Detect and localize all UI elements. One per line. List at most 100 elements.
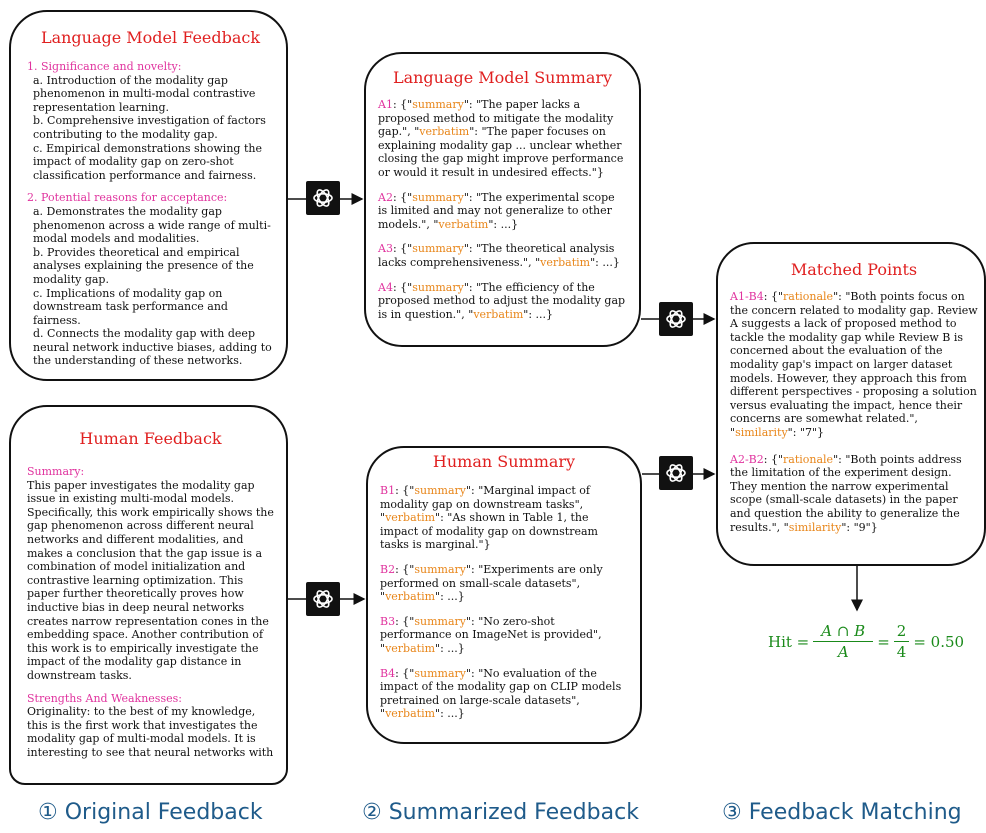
formula-denominator: A <box>837 643 849 661</box>
human-feedback-title: Human Feedback <box>79 429 222 448</box>
summary-text: "No zero-shot performance on ImageNet is… <box>380 614 599 642</box>
entry-id: B4 <box>380 666 396 680</box>
entry-id: B3 <box>380 614 396 628</box>
formula-fraction-ab: A ∩ B A <box>813 622 874 661</box>
lm-feedback-item: b. Comprehensive investigation of factor… <box>33 114 266 141</box>
lm-feedback-item: c. Empirical demonstrations showing the … <box>33 141 262 182</box>
lm-feedback-item: a. Introduction of the modality gap phen… <box>33 73 256 114</box>
summary-text: "The experimental scope is limited and m… <box>378 190 615 231</box>
summary-entry-a3: A3: {"summary": "The theoretical analysi… <box>378 242 620 269</box>
entry-id: B1 <box>380 484 396 497</box>
verbatim-key: verbatim <box>540 255 591 269</box>
summary-text: "The theoretical analysis lacks comprehe… <box>378 242 615 269</box>
human-feedback-strengths-text: Originality: to the best of my knowledge… <box>27 705 274 759</box>
lm-feedback-section1-title: 1. Significance and novelty: <box>27 60 182 73</box>
summary-key: summary <box>412 280 464 294</box>
formula-result: = 0.50 <box>913 632 965 651</box>
formula-fraction-numeric: 2 4 <box>893 622 910 661</box>
lm-feedback-item: c. Implications of modality gap on downs… <box>33 286 228 327</box>
rationale-key: rationale <box>783 290 834 303</box>
verbatim-text: ...} <box>602 255 620 269</box>
rationale-key: rationale <box>783 452 834 466</box>
summary-entry-a1: A1: {"summary": "The paper lacks a propo… <box>378 98 624 179</box>
similarity-value: "7"} <box>799 425 825 439</box>
verbatim-key: verbatim <box>473 307 524 321</box>
human-feedback-section2-title: Strengths And Weaknesses: <box>27 691 182 705</box>
lm-feedback-box: Language Model Feedback 1. Significance … <box>9 10 288 381</box>
matched-points-title: Matched Points <box>790 260 918 279</box>
summary-key: summary <box>412 242 464 256</box>
summary-entry-a4: A4: {"summary": "The efficiency of the p… <box>378 280 626 321</box>
lm-feedback-item: d. Connects the modality gap with deep n… <box>33 327 272 368</box>
verbatim-text: "The paper focuses on explaining modalit… <box>378 125 624 179</box>
lm-feedback-item: a. Demonstrates the modality gap phenome… <box>33 204 271 246</box>
verbatim-key: verbatim <box>385 511 436 525</box>
verbatim-text: ...} <box>447 590 465 604</box>
caption-feedback-matching: ③ Feedback Matching <box>722 800 962 825</box>
entry-id: A1-B4 <box>730 290 764 303</box>
matched-entry-a1-b4: A1-B4: {"rationale": "Both points focus … <box>730 290 978 439</box>
summary-key: summary <box>414 484 466 497</box>
similarity-value: "9"} <box>853 520 878 534</box>
verbatim-text: ...} <box>535 307 554 321</box>
lm-feedback-item: b. Provides theoretical and empirical an… <box>33 245 254 286</box>
openai-logo-icon <box>659 456 693 490</box>
summary-text: "The efficiency of the proposed method t… <box>378 280 626 321</box>
summary-key: summary <box>414 614 466 628</box>
summary-key: summary <box>412 98 464 111</box>
entry-id: A1 <box>378 98 393 111</box>
entry-id: A3 <box>378 242 393 256</box>
entry-id: A4 <box>378 280 393 294</box>
summary-key: summary <box>414 562 466 576</box>
verbatim-text: ...} <box>447 707 465 721</box>
summary-text: "Marginal impact of modality gap on down… <box>380 484 590 511</box>
summary-entry-b3: B3: {"summary": "No zero-shot performanc… <box>380 614 602 655</box>
human-summary-title: Human Summary <box>432 452 576 471</box>
verbatim-text: "As shown in Table 1, the impact of moda… <box>380 511 598 552</box>
openai-logo-icon <box>306 582 340 616</box>
formula-lhs: Hit = <box>768 632 810 651</box>
human-summary-box: Human Summary B1: {"summary": "Marginal … <box>366 446 642 744</box>
human-feedback-box: Human Feedback Summary: This paper inves… <box>9 405 288 785</box>
rationale-text: "Both points focus on the concern relate… <box>730 290 978 426</box>
formula-denominator: 4 <box>896 643 907 661</box>
formula-numerator: 2 <box>893 622 910 642</box>
summary-key: summary <box>414 666 466 680</box>
lm-feedback-title: Language Model Feedback <box>40 28 261 47</box>
entry-id: A2 <box>378 190 393 204</box>
summary-key: summary <box>412 190 464 204</box>
similarity-key: similarity <box>735 425 788 439</box>
human-feedback-section1-title: Summary: <box>27 465 85 478</box>
verbatim-text: ...} <box>447 641 465 655</box>
rationale-text: "Both points address the limitation of t… <box>730 452 962 534</box>
human-feedback-summary-text: This paper investigates the modality gap… <box>27 478 274 682</box>
entry-id: B2 <box>380 562 396 576</box>
caption-original-feedback: ① Original Feedback <box>38 800 263 825</box>
summary-text: "The paper lacks a proposed method to mi… <box>378 98 614 139</box>
matched-points-box: Matched Points A1-B4: {"rationale": "Bot… <box>716 242 986 566</box>
verbatim-text: ...} <box>500 217 519 231</box>
verbatim-key: verbatim <box>438 217 489 231</box>
summary-entry-b4: B4: {"summary": "No evaluation of the im… <box>380 666 622 721</box>
openai-logo-icon <box>659 302 693 336</box>
summary-entry-b1: B1: {"summary": "Marginal impact of moda… <box>380 484 598 552</box>
similarity-key: similarity <box>788 520 842 534</box>
formula-equals: = <box>877 632 890 651</box>
entry-id: A2-B2 <box>730 452 764 466</box>
verbatim-key: verbatim <box>385 641 436 655</box>
lm-summary-box: Language Model Summary A1: {"summary": "… <box>364 52 641 347</box>
summary-entry-b2: B2: {"summary": "Experiments are only pe… <box>380 562 603 604</box>
verbatim-key: verbatim <box>419 125 470 139</box>
caption-summarized-feedback: ② Summarized Feedback <box>362 800 639 825</box>
lm-feedback-section2-title: 2. Potential reasons for acceptance: <box>27 191 228 205</box>
matched-entry-a2-b2: A2-B2: {"rationale": "Both points addres… <box>730 452 962 534</box>
formula-numerator: A ∩ B <box>813 622 874 642</box>
openai-logo-icon <box>306 181 340 215</box>
hit-formula: Hit = A ∩ B A = 2 4 = 0.50 <box>768 622 964 661</box>
verbatim-key: verbatim <box>385 707 436 721</box>
summary-text: "Experiments are only performed on small… <box>380 562 603 590</box>
lm-summary-title: Language Model Summary <box>392 68 613 87</box>
summary-entry-a2: A2: {"summary": "The experimental scope … <box>378 190 615 231</box>
summary-text: "No evaluation of the impact of the moda… <box>380 666 622 707</box>
verbatim-key: verbatim <box>385 590 436 604</box>
